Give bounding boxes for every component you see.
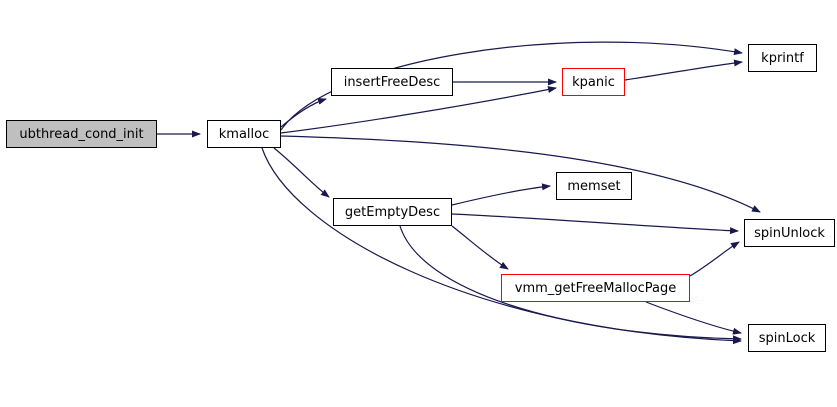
edge-kmalloc-to-getEmptyDesc <box>273 147 330 198</box>
edge-getEmptyDesc-to-spinUnlock <box>451 213 739 235</box>
edge-kmalloc-to-spinUnlock <box>280 135 761 213</box>
edge-getEmptyDesc-to-vmm_getFreeMallocPage <box>451 225 509 270</box>
node-label-ubthread_cond_init: ubthread_cond_init <box>19 126 144 142</box>
node-vmm_getFreeMallocPage[interactable]: vmm_getFreeMallocPage <box>501 274 690 302</box>
node-label-kmalloc: kmalloc <box>218 126 270 142</box>
node-kprintf[interactable]: kprintf <box>748 44 817 72</box>
node-label-memset: memset <box>567 178 621 194</box>
node-memset[interactable]: memset <box>556 172 632 200</box>
edge-vmm_getFreeMallocPage-to-spinUnlock <box>689 241 740 277</box>
node-label-kprintf: kprintf <box>761 50 804 66</box>
node-label-spinUnlock: spinUnlock <box>754 225 825 241</box>
node-label-getEmptyDesc: getEmptyDesc <box>344 204 441 220</box>
edge-vmm_getFreeMallocPage-to-spinLock <box>645 301 742 335</box>
node-insertFreeDesc[interactable]: insertFreeDesc <box>331 68 453 96</box>
node-spinLock[interactable]: spinLock <box>748 324 826 352</box>
edge-kmalloc-to-kprintf <box>280 41 743 131</box>
edge-kpanic-to-kprintf <box>624 59 743 81</box>
edge-kmalloc-to-insertFreeDesc <box>280 98 327 128</box>
node-ubthread_cond_init[interactable]: ubthread_cond_init <box>6 120 157 148</box>
node-label-insertFreeDesc: insertFreeDesc <box>343 74 441 90</box>
edge-kmalloc-to-spinLock <box>261 147 742 345</box>
edge-getEmptyDesc-to-spinLock <box>399 225 742 343</box>
node-kmalloc[interactable]: kmalloc <box>207 120 281 148</box>
node-label-vmm_getFreeMallocPage: vmm_getFreeMallocPage <box>514 280 677 296</box>
node-kpanic[interactable]: kpanic <box>562 68 625 96</box>
node-label-kpanic: kpanic <box>572 74 615 90</box>
edge-kmalloc-to-kpanic <box>280 86 557 134</box>
node-getEmptyDesc[interactable]: getEmptyDesc <box>333 198 452 226</box>
edge-getEmptyDesc-to-memset <box>451 183 551 206</box>
node-label-spinLock: spinLock <box>758 330 816 346</box>
node-spinUnlock[interactable]: spinUnlock <box>744 219 835 247</box>
